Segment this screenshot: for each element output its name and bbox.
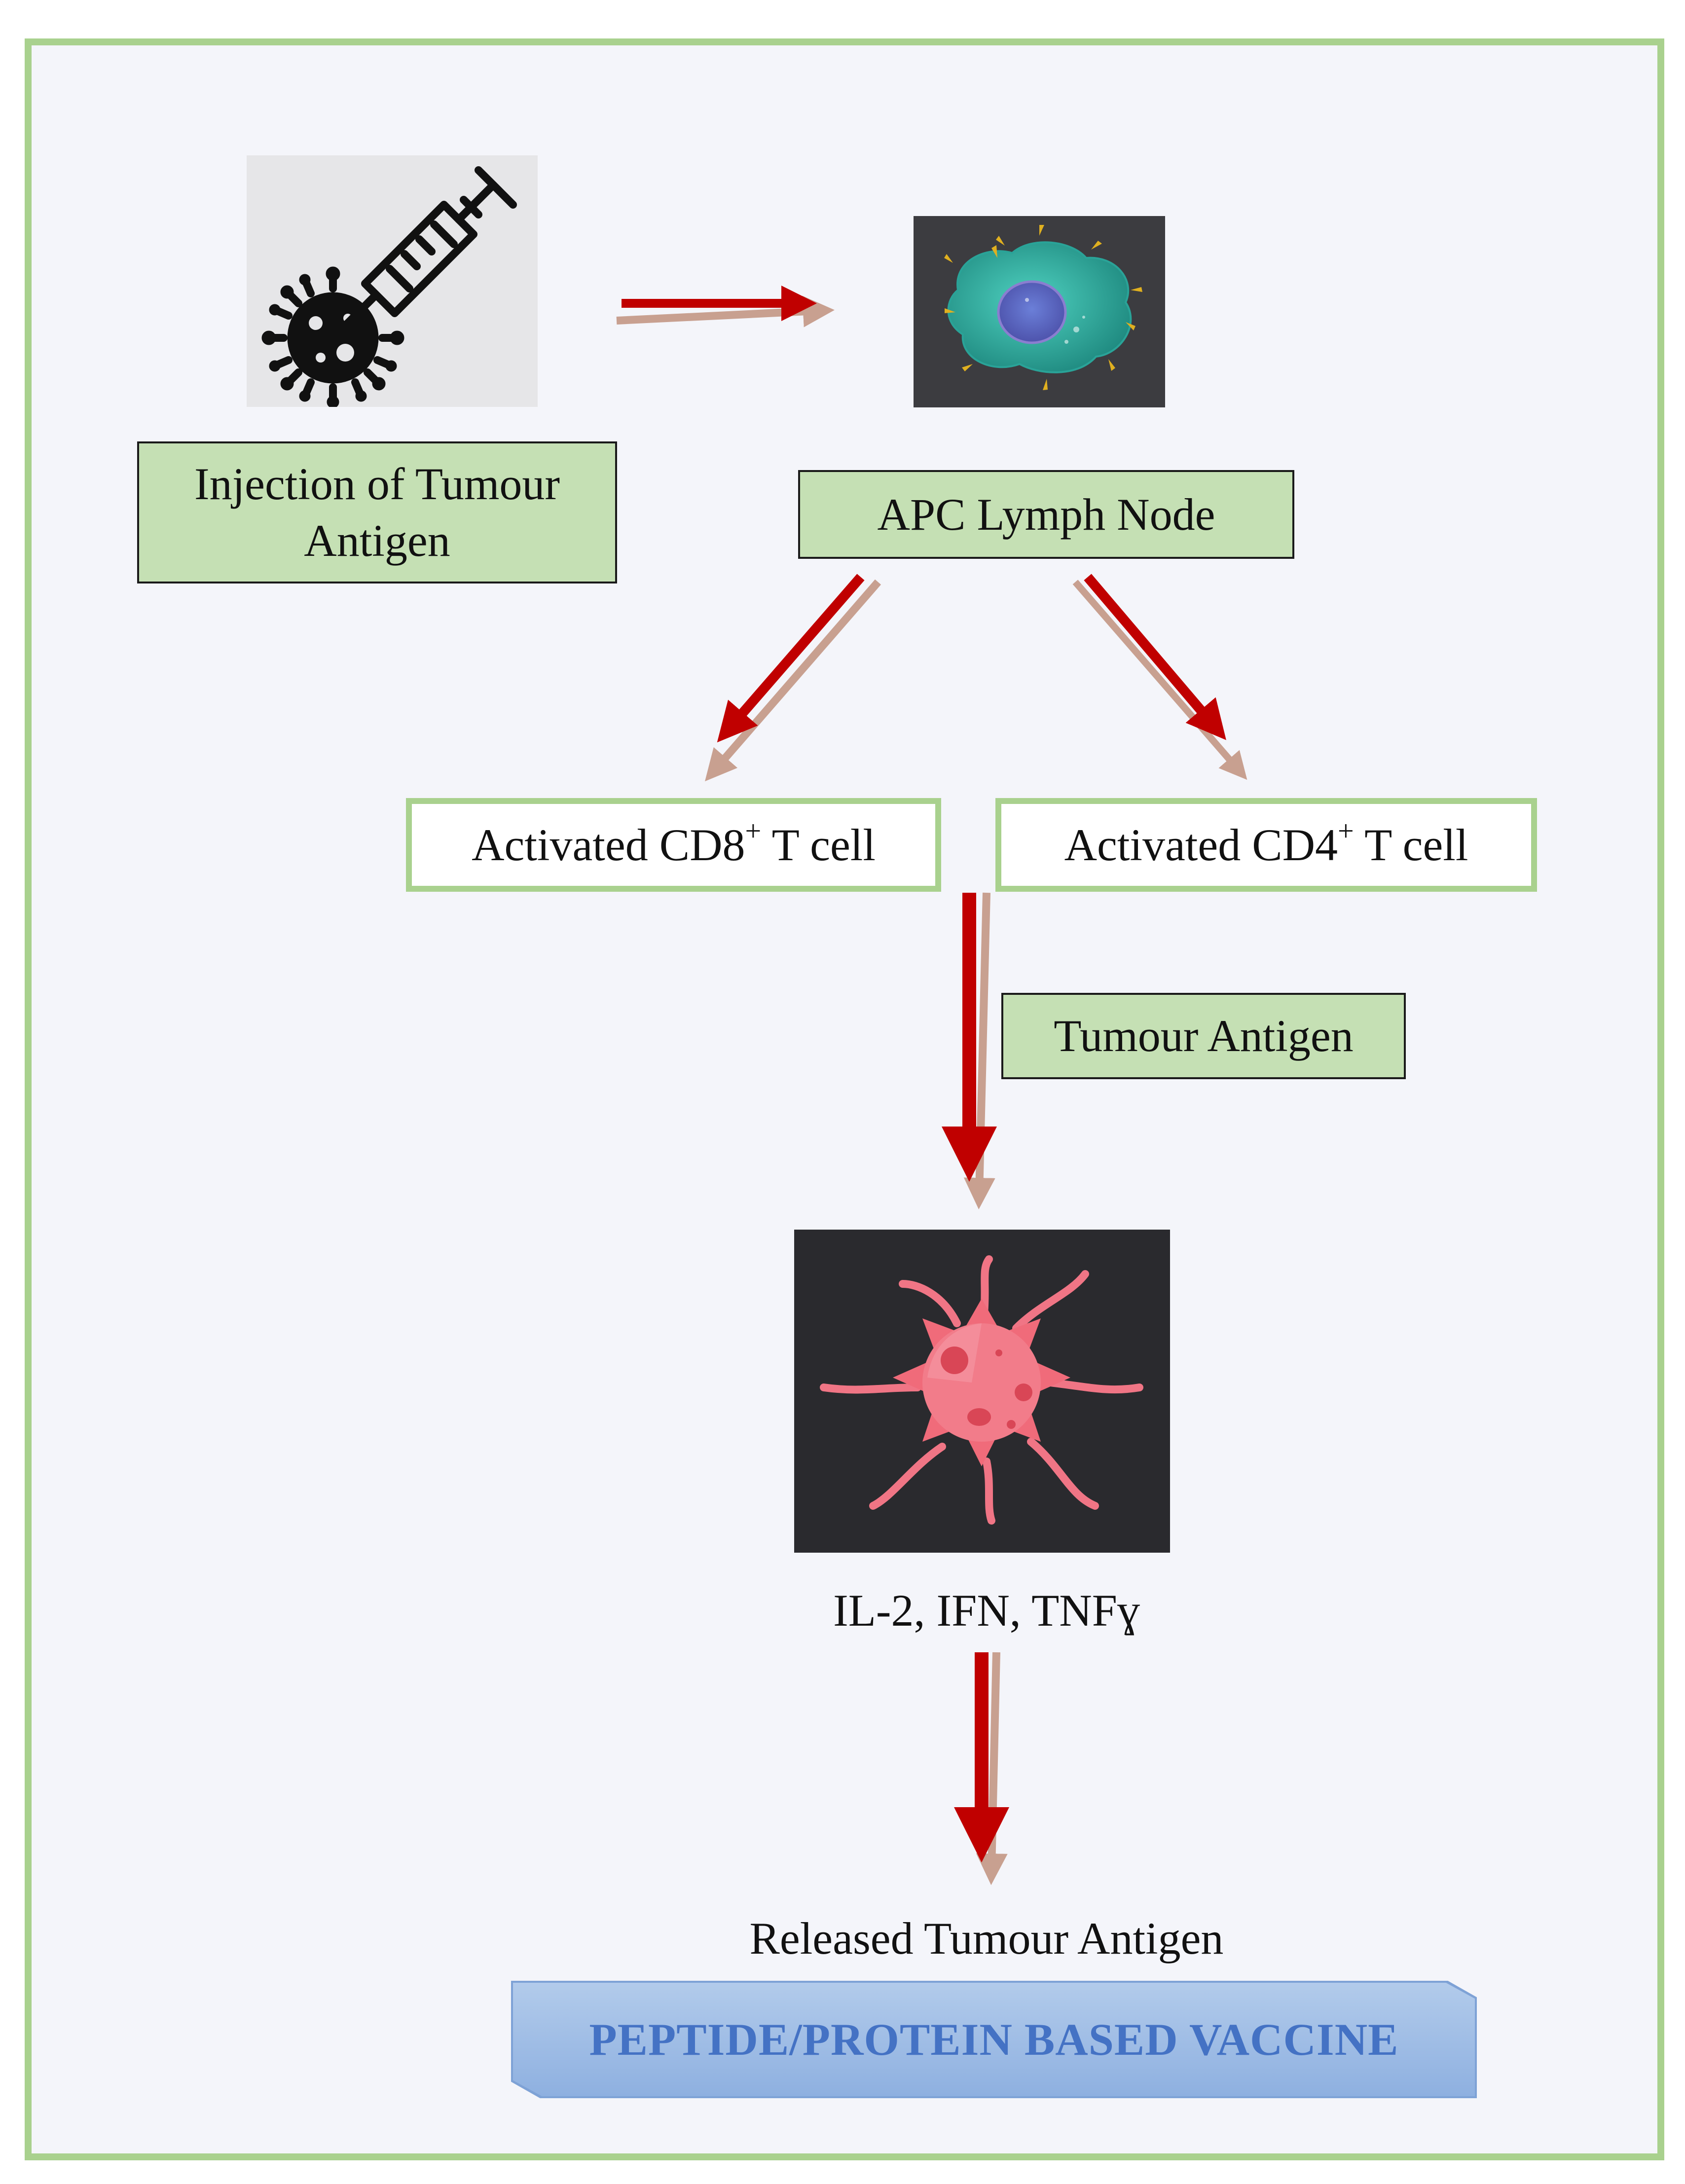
cd4-label: Activated CD4+ T cell <box>995 798 1537 892</box>
apc-label-text: APC Lymph Node <box>877 489 1215 540</box>
cytokines-label: IL-2, IFN, TNFɣ <box>769 1578 1204 1642</box>
arrow-cytokines-to-released <box>954 1652 1009 1885</box>
cd4-label-text: Activated CD4+ T cell <box>1064 814 1468 870</box>
apc-label: APC Lymph Node <box>798 470 1294 559</box>
injection-label: Injection of Tumour Antigen <box>137 441 617 583</box>
cd8-label-text: Activated CD8+ T cell <box>472 814 876 870</box>
cytokines-label-text: IL-2, IFN, TNFɣ <box>833 1585 1140 1636</box>
released-label-text: Released Tumour Antigen <box>749 1913 1224 1964</box>
cd8-label: Activated CD8+ T cell <box>406 798 941 892</box>
injection-label-text: Injection of Tumour Antigen <box>194 459 560 566</box>
vaccine-banner-text: PEPTIDE/PROTEIN BASED VACCINE <box>589 2014 1399 2065</box>
arrow-apc-to-cd8 <box>705 574 881 782</box>
vaccine-banner: PEPTIDE/PROTEIN BASED VACCINE <box>513 1983 1475 2096</box>
syringe-virus-icon <box>247 155 538 408</box>
arrow-tcell-to-tumour <box>942 892 997 1209</box>
apc-cell-image <box>914 216 1165 407</box>
arrow-apc-to-cd4 <box>1072 574 1247 780</box>
released-label: Released Tumour Antigen <box>641 1906 1332 1970</box>
tumour-antigen-label: Tumour Antigen <box>1001 993 1406 1079</box>
tumour-antigen-label-text: Tumour Antigen <box>1054 1011 1354 1061</box>
tumour-cell-image <box>794 1230 1170 1553</box>
arrow-injection-to-apc <box>616 286 835 328</box>
